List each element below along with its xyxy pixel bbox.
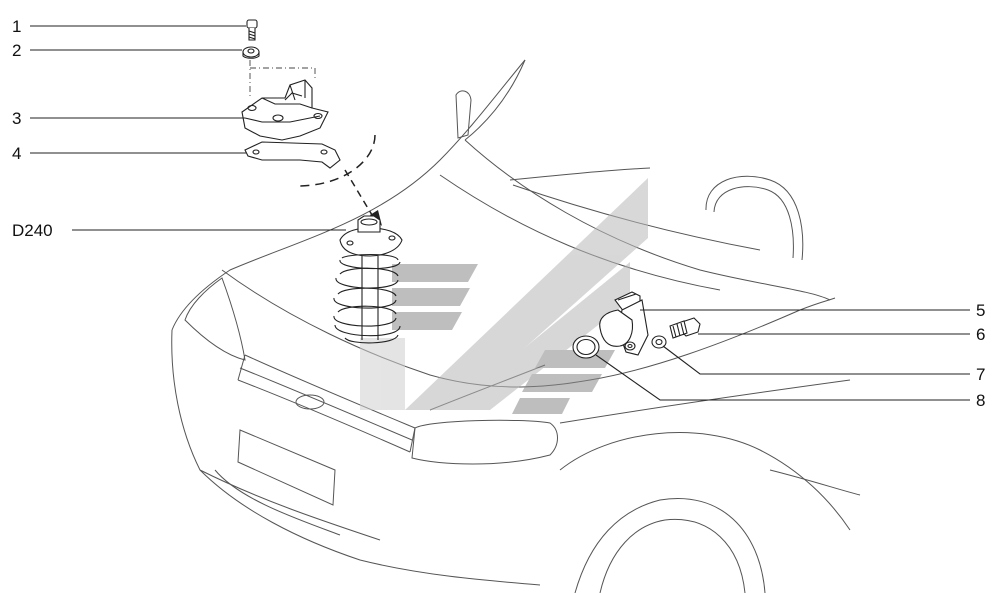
- mount-part-3: [241, 79, 329, 141]
- dashed-arc: [299, 134, 376, 187]
- callout-4: 4: [12, 144, 21, 163]
- nut-part-2: [242, 46, 260, 59]
- callout-5: 5: [976, 301, 985, 320]
- screw-part-1: [246, 19, 258, 41]
- plate-part-4: [244, 141, 341, 169]
- callout-8: 8: [976, 391, 985, 410]
- leader-lines: [30, 25, 970, 401]
- washer-part-7: [651, 335, 667, 349]
- strut-assembly-d240: [333, 215, 403, 344]
- dashed-arrow: [344, 169, 376, 221]
- bolt-part-6: [669, 317, 701, 339]
- callout-3: 3: [12, 109, 21, 128]
- guide-line: [249, 60, 316, 98]
- callout-2: 2: [12, 41, 21, 60]
- callout-7: 7: [976, 365, 985, 384]
- sensor-part-5: [599, 291, 649, 356]
- callout-1: 1: [12, 17, 21, 36]
- car-body: [171, 59, 861, 593]
- callout-d240: D240: [12, 221, 53, 240]
- callout-6: 6: [976, 325, 985, 344]
- o-ring-part-8: [572, 335, 600, 359]
